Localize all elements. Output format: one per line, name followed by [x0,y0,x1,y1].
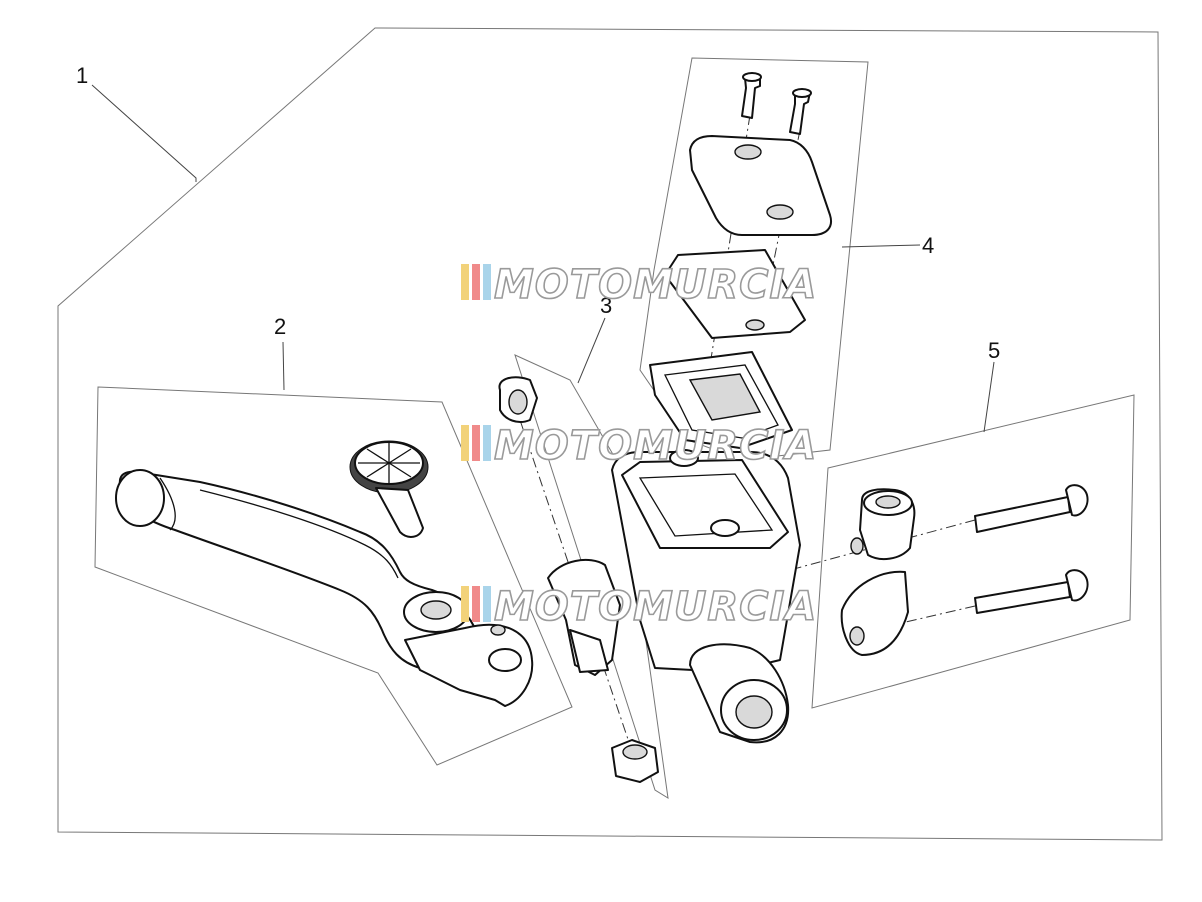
cap-hole-2 [766,204,794,220]
clamp-bolt-1-head [1065,484,1089,517]
watermark-text: MOTOMURCIA [494,262,817,308]
leader-lines [91,84,995,433]
adjuster-shaft [375,487,424,538]
cap-plate [664,249,806,339]
body-fill-hole [710,519,740,537]
cap-screw-right [789,91,811,135]
frame-5-clamp [811,394,1135,709]
watermarks: MOTOMURCIA MOTOMURCIA MOTOMURCIA [461,261,817,631]
callout-5: 5 [988,338,1000,363]
frame-4-reservoir-cap [639,57,869,461]
body-mount-tab [569,629,609,673]
watermark-text: MOTOMURCIA [494,584,817,630]
leader-5 [983,361,995,433]
cap-screw-left [741,75,761,119]
watermark-stripe-yellow [461,425,469,461]
watermark-stripe-yellow [461,264,469,300]
watermark-stripe-red [472,586,480,622]
frame-1-assembly [57,27,1163,841]
lever-pivot-hole [420,600,452,620]
clamp-side-hole [850,537,864,555]
leader-4 [841,244,921,248]
watermark-stripe-blue [483,425,491,461]
clamp-upper-hole-inner [875,495,901,509]
callout-labels: 1 2 3 4 5 [76,63,1000,363]
lever-blade-edge [159,477,399,579]
callout-2: 2 [274,314,286,339]
frame-2-lever [94,386,573,766]
watermark-stripe-red [472,425,480,461]
diaphragm-inner [664,364,779,439]
handlebar-clamp [840,484,1089,656]
lever-adjuster-block [404,623,534,707]
watermark-2: MOTOMURCIA [461,422,817,470]
leader-2 [282,341,285,391]
clamp-bolt-2 [974,581,1071,614]
lever-end-knob [115,469,165,527]
watermark-stripe-yellow [461,586,469,622]
body-fill-hole-2 [669,449,699,467]
watermark-1: MOTOMURCIA [461,261,817,309]
clamp-bolt-1 [974,496,1071,533]
lever-small-hole [490,624,506,636]
clamp-lower-hole [849,626,865,646]
watermark-stripe-red [472,264,480,300]
diaphragm-bellows [688,373,762,421]
brake-lever [115,440,534,707]
watermark-stripe-blue [483,264,491,300]
cap-screw-right-head [792,88,812,98]
body-bore-inner [735,695,773,729]
master-cylinder-body [498,376,801,783]
clamp-bolt-2-head [1065,569,1089,602]
leader-3 [577,317,606,384]
leader-1 [91,84,197,182]
cap-hole-1 [734,144,762,160]
lever-lower-hole [488,648,522,672]
body-reservoir-inner [638,473,774,537]
adjuster-knob-marks [358,443,420,483]
pivot-nut-hole [622,744,648,760]
pivot-bushing-hole [508,389,528,415]
body-reservoir-top [621,459,789,549]
callout-1: 1 [76,63,88,88]
callout-3: 3 [600,293,612,318]
cap-screw-left-head [742,72,762,82]
callout-4: 4 [922,233,934,258]
watermark-3: MOTOMURCIA [461,583,817,631]
watermark-text: MOTOMURCIA [494,423,817,469]
cap-plate-hole [745,319,765,331]
watermark-stripe-blue [483,586,491,622]
reservoir-cap [689,135,832,236]
reservoir-cap-stack [649,72,832,449]
